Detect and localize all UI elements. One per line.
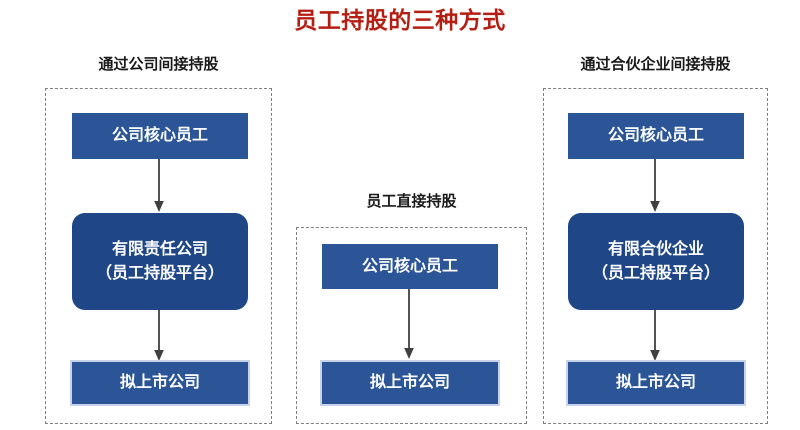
node-left-core-staff-label: 公司核心员工 (111, 127, 208, 144)
node-right-listed-company-label: 拟上市公司 (615, 374, 696, 391)
column-header-indirect-via-partnership: 通过合伙企业间接持股 (580, 56, 731, 73)
node-right-holding-platform: 有限合伙企业 （员工持股平台） (568, 213, 744, 310)
node-middle-core-staff: 公司核心员工 (322, 244, 498, 289)
node-middle-listed-company-label: 拟上市公司 (369, 374, 450, 391)
node-right-listed-company: 拟上市公司 (566, 360, 746, 406)
node-left-listed-company: 拟上市公司 (70, 360, 250, 406)
node-left-listed-company-label: 拟上市公司 (119, 374, 200, 391)
column-header-indirect-via-company: 通过公司间接持股 (98, 56, 219, 73)
node-left-holding-platform-label-line2: （员工持股平台） (95, 264, 224, 282)
node-right-holding-platform-label-line1: 有限合伙企业 (607, 240, 704, 258)
node-middle-core-staff-label: 公司核心员工 (361, 257, 458, 275)
column-container-direct-holding (296, 227, 527, 424)
arrow-left-platform-to-listco (152, 310, 166, 362)
node-left-holding-platform-label-line1: 有限责任公司 (111, 240, 208, 258)
node-right-core-staff-label: 公司核心员工 (607, 127, 704, 144)
arrow-middle-staff-to-listco (402, 289, 416, 360)
node-left-holding-platform: 有限责任公司 （员工持股平台） (72, 213, 248, 310)
column-container-indirect-via-partnership (543, 88, 768, 424)
node-right-holding-platform-label-line2: （员工持股平台） (591, 264, 720, 282)
arrow-right-platform-to-listco (648, 310, 662, 362)
arrow-left-staff-to-platform (152, 159, 166, 213)
page-title: 员工持股的三种方式 (294, 7, 506, 33)
arrow-right-staff-to-platform (648, 159, 662, 213)
column-container-indirect-via-company (45, 88, 272, 424)
node-middle-listed-company: 拟上市公司 (320, 360, 500, 406)
node-right-core-staff: 公司核心员工 (568, 113, 744, 159)
node-left-core-staff: 公司核心员工 (72, 113, 248, 159)
column-header-direct-holding: 员工直接持股 (366, 193, 457, 210)
